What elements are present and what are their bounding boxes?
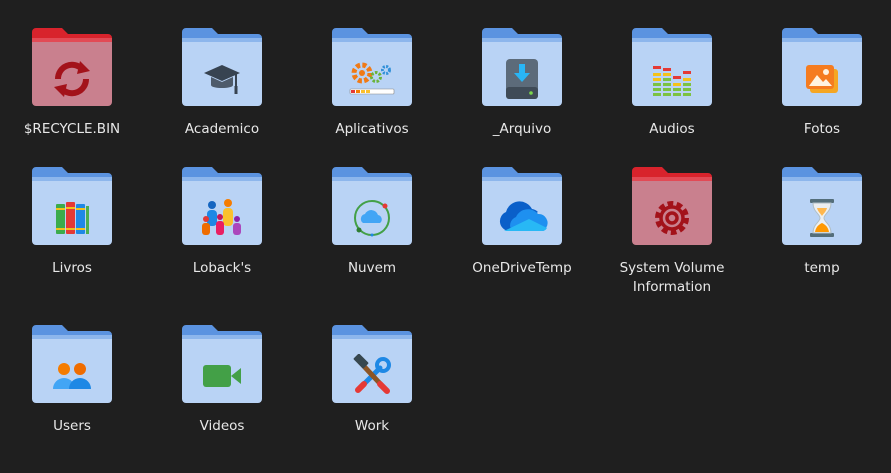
family-icon bbox=[182, 191, 262, 245]
folder-label: _Arquivo bbox=[492, 121, 552, 137]
folder-label: Academico bbox=[184, 121, 260, 137]
folder-onedrivetemp[interactable]: OneDriveTemp bbox=[452, 165, 592, 278]
folder-icon bbox=[332, 323, 412, 403]
folder-aplicativos[interactable]: Aplicativos bbox=[302, 26, 442, 139]
folder-label: Loback's bbox=[192, 260, 252, 276]
hourglass-icon bbox=[782, 191, 862, 245]
folder-audios[interactable]: Audios bbox=[602, 26, 742, 139]
folder-icon bbox=[32, 165, 112, 245]
folder-arquivo[interactable]: _Arquivo bbox=[452, 26, 592, 139]
gears-progress-icon bbox=[332, 52, 412, 106]
folder-icon bbox=[632, 26, 712, 106]
folder-icon bbox=[182, 26, 262, 106]
folder-icon bbox=[482, 26, 562, 106]
folder-academico[interactable]: Academico bbox=[152, 26, 292, 139]
folder-label: temp bbox=[804, 260, 840, 276]
folder-icon bbox=[782, 165, 862, 245]
folder-lobacks[interactable]: Loback's bbox=[152, 165, 292, 278]
folder-icon bbox=[182, 323, 262, 403]
folder-recycle-bin[interactable]: $RECYCLE.BIN bbox=[2, 26, 142, 139]
folder-label: Livros bbox=[52, 260, 92, 276]
folder-label: Videos bbox=[199, 418, 245, 434]
folder-icon bbox=[32, 323, 112, 403]
gear-icon bbox=[632, 191, 712, 245]
tools-icon bbox=[332, 349, 412, 403]
folder-work[interactable]: Work bbox=[302, 323, 442, 436]
folder-users[interactable]: Users bbox=[2, 323, 142, 436]
folder-label: Users bbox=[53, 418, 91, 434]
drive-download-icon bbox=[482, 52, 562, 106]
graduation-cap-icon bbox=[182, 52, 262, 106]
video-camera-icon bbox=[182, 349, 262, 403]
folder-label: System Volume Information bbox=[619, 260, 725, 295]
folder-icon bbox=[182, 165, 262, 245]
onedrive-cloud-icon bbox=[482, 191, 562, 245]
photos-icon bbox=[782, 52, 862, 106]
books-icon bbox=[32, 191, 112, 245]
folder-icon bbox=[332, 165, 412, 245]
folder-icon bbox=[632, 165, 712, 245]
folder-icon bbox=[482, 165, 562, 245]
folder-label: Nuvem bbox=[347, 260, 397, 276]
recycle-icon bbox=[32, 52, 112, 106]
folder-temp[interactable]: temp bbox=[752, 165, 891, 278]
folder-icon bbox=[332, 26, 412, 106]
users-icon bbox=[32, 349, 112, 403]
folder-label: $RECYCLE.BIN bbox=[23, 121, 121, 137]
folder-fotos[interactable]: Fotos bbox=[752, 26, 891, 139]
folder-icon bbox=[32, 26, 112, 106]
folder-label: Work bbox=[354, 418, 390, 434]
folder-videos[interactable]: Videos bbox=[152, 323, 292, 436]
folder-icon bbox=[782, 26, 862, 106]
folder-nuvem[interactable]: Nuvem bbox=[302, 165, 442, 278]
folder-label: Aplicativos bbox=[335, 121, 409, 137]
folder-label: Fotos bbox=[803, 121, 841, 137]
cloud-sync-icon bbox=[332, 191, 412, 245]
folder-system-volume-information[interactable]: System Volume Information bbox=[602, 165, 742, 297]
folder-livros[interactable]: Livros bbox=[2, 165, 142, 278]
folder-label: OneDriveTemp bbox=[472, 260, 572, 276]
equalizer-icon bbox=[632, 52, 712, 106]
folder-label: Audios bbox=[649, 121, 695, 137]
